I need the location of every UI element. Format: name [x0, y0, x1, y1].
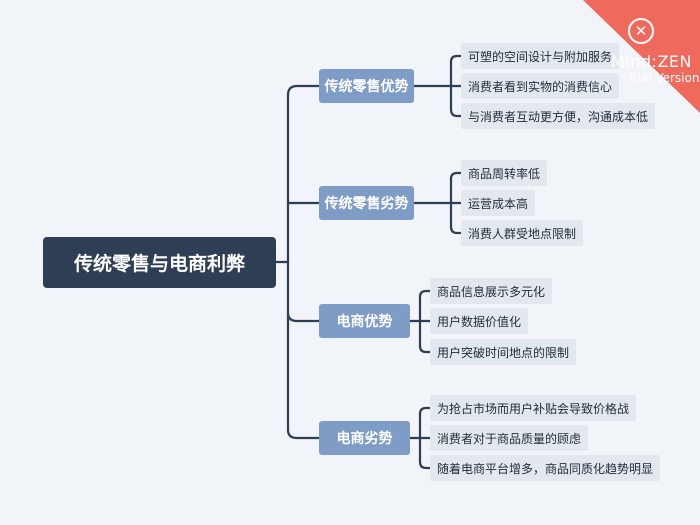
close-icon[interactable]: ✕	[628, 18, 654, 44]
branch-traditional-advantages[interactable]: 传统零售优势	[319, 69, 414, 103]
leaf-item[interactable]: 消费者看到实物的消费信心	[461, 73, 620, 99]
leaf-item[interactable]: 随着电商平台增多，商品同质化趋势明显	[430, 455, 661, 481]
watermark-brand: Mind:ZEN	[611, 52, 692, 71]
branch-ecommerce-disadvantages[interactable]: 电商劣势	[319, 421, 410, 455]
root-topic[interactable]: 传统零售与电商利弊	[43, 237, 276, 288]
watermark-subtitle: Trial Version	[627, 71, 700, 85]
branch-traditional-disadvantages[interactable]: 传统零售劣势	[319, 186, 414, 220]
leaf-item[interactable]: 商品信息展示多元化	[430, 278, 553, 304]
branch-ecommerce-advantages[interactable]: 电商优势	[319, 304, 410, 338]
trial-watermark: ✕ Mind:ZEN Trial Version	[583, 0, 700, 113]
leaf-item[interactable]: 用户突破时间地点的限制	[430, 339, 577, 365]
leaf-item[interactable]: 商品周转率低	[461, 160, 548, 186]
leaf-item[interactable]: 为抢占市场而用户补贴会导致价格战	[430, 395, 637, 421]
leaf-item[interactable]: 消费者对于商品质量的顾虑	[430, 425, 589, 451]
leaf-item[interactable]: 运营成本高	[461, 190, 536, 216]
leaf-item[interactable]: 消费人群受地点限制	[461, 220, 584, 246]
leaf-item[interactable]: 与消费者互动更方便，沟通成本低	[461, 103, 656, 129]
leaf-item[interactable]: 用户数据价值化	[430, 308, 529, 334]
leaf-item[interactable]: 可塑的空间设计与附加服务	[461, 43, 620, 69]
